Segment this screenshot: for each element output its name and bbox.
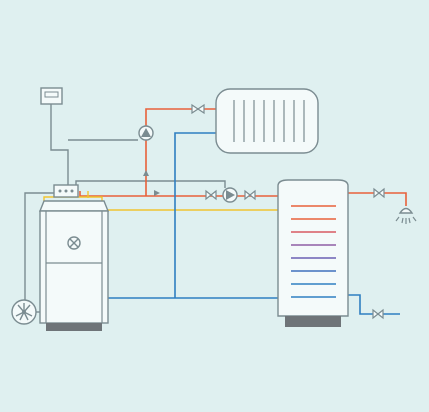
valve-cold-inlet[interactable]: [372, 308, 384, 320]
control-knob-icon: [70, 189, 74, 193]
valve-icon: [249, 189, 256, 201]
valve-icon: [372, 308, 379, 320]
pump-arrow-icon: [226, 190, 235, 200]
valve-icon: [244, 189, 251, 201]
tank-temperature-stripes: [291, 205, 336, 298]
flow-arrow-up: [143, 170, 149, 176]
valve-icon: [191, 103, 200, 115]
shower-spray: [395, 216, 417, 224]
storage-tank-icon: [277, 179, 349, 317]
boiler-body: [39, 210, 109, 324]
valve-radiator[interactable]: [191, 103, 205, 115]
valve-icon: [210, 189, 217, 201]
tank-base: [285, 316, 341, 327]
thermostat-wire: [50, 104, 69, 186]
flow-arrow-right: [154, 190, 160, 196]
shower-icon: [398, 207, 414, 214]
valve-icon: [378, 187, 385, 199]
heating-pump[interactable]: [138, 125, 154, 141]
control-wiring: [24, 104, 226, 313]
burner-x-icon: [67, 236, 81, 250]
fan-hub: [22, 310, 26, 314]
radiator-icon: [215, 88, 319, 154]
control-knob-icon: [58, 189, 62, 193]
shower-head[interactable]: [395, 207, 417, 225]
valve-dhw-2[interactable]: [244, 189, 256, 201]
valve-dhw-1[interactable]: [205, 189, 217, 201]
sensor-line-1: [43, 196, 278, 211]
sensor-lines: [43, 191, 278, 211]
control-wire-to-pump: [75, 180, 226, 188]
valve-hot-outlet[interactable]: [373, 187, 385, 199]
boiler[interactable]: [38, 200, 110, 331]
dhw-outlet-pipe: [348, 192, 407, 206]
valve-icon: [205, 189, 212, 201]
valve-icon: [196, 103, 205, 115]
valve-icon: [377, 308, 384, 320]
pump-arrow-icon: [141, 128, 151, 137]
boiler-top: [38, 200, 110, 212]
wire-to-fan: [24, 192, 54, 300]
radiator-return-pipe: [174, 132, 216, 298]
thermostat-display: [44, 91, 59, 98]
radiator-fins: [233, 100, 305, 142]
hot-water-tank[interactable]: [277, 179, 349, 327]
boiler-control-panel[interactable]: [53, 184, 79, 198]
dhw-pump[interactable]: [222, 187, 238, 203]
control-knob-icon: [64, 189, 68, 193]
radiator[interactable]: [215, 88, 319, 154]
room-thermostat[interactable]: [40, 87, 63, 105]
valve-icon: [373, 187, 380, 199]
expansion-fan[interactable]: [11, 299, 37, 325]
boiler-base: [46, 323, 102, 331]
thermostat-icon: [40, 87, 63, 105]
